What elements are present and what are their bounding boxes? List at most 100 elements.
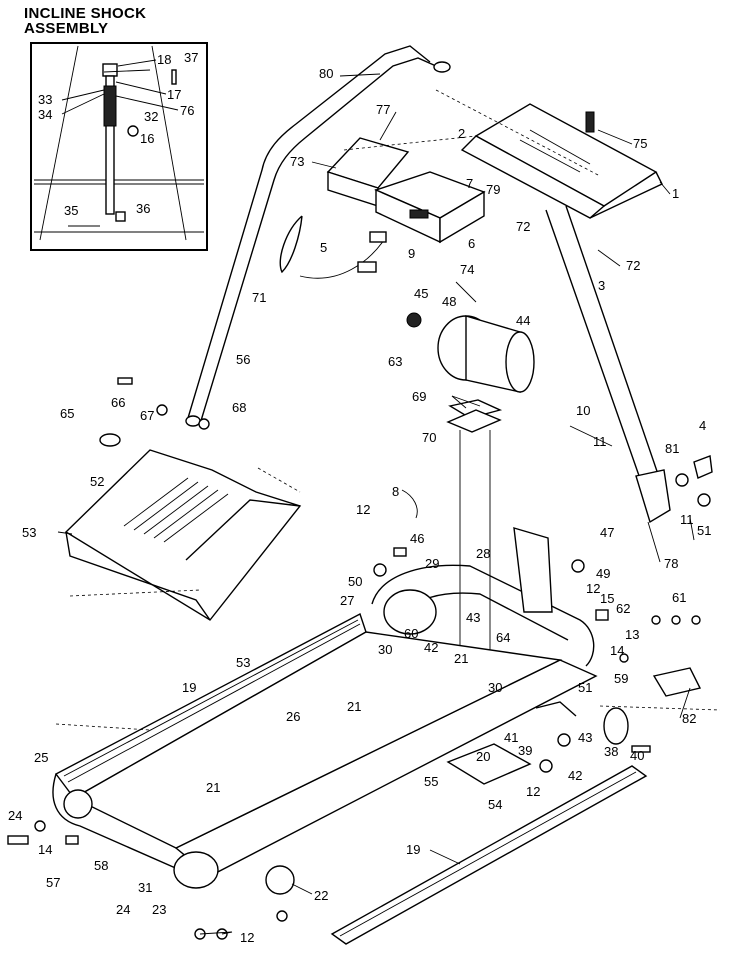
callout-label: 82 — [682, 711, 696, 726]
callout-label: 49 — [596, 566, 610, 581]
callout-label: 40 — [630, 748, 644, 763]
callout-label: 34 — [38, 107, 52, 122]
callout-label: 48 — [442, 294, 456, 309]
inset-title-line1: INCLINE SHOCK — [24, 5, 147, 22]
callout-label: 21 — [347, 699, 361, 714]
callout-label: 1 — [672, 186, 679, 201]
callout-label: 22 — [314, 888, 328, 903]
upper-console-frame — [460, 103, 663, 219]
callout-label: 81 — [665, 441, 679, 456]
callout-label: 17 — [167, 87, 181, 102]
callout-label: 15 — [600, 591, 614, 606]
callout-label: 80 — [319, 66, 333, 81]
callout-label: 24 — [116, 902, 130, 917]
callout-label: 51 — [697, 523, 711, 538]
callout-label: 12 — [526, 784, 540, 799]
callout-label: 77 — [376, 102, 390, 117]
callout-label: 14 — [38, 842, 52, 857]
callout-label: 45 — [414, 286, 428, 301]
callout-label: 29 — [425, 556, 439, 571]
callout-label: 46 — [410, 531, 424, 546]
callout-label: 19 — [406, 842, 420, 857]
callout-label: 51 — [578, 680, 592, 695]
callout-label: 31 — [138, 880, 152, 895]
callout-label: 53 — [22, 525, 36, 540]
callout-label: 25 — [34, 750, 48, 765]
callout-labels: 18 37 17 33 34 76 32 16 35 36 80 77 73 2… — [8, 50, 711, 945]
callout-label: 21 — [454, 651, 468, 666]
callout-label: 67 — [140, 408, 154, 423]
callout-label: 38 — [604, 744, 618, 759]
callout-label: 57 — [46, 875, 60, 890]
callout-label: 58 — [94, 858, 108, 873]
callout-label: 69 — [412, 389, 426, 404]
right-upright-tube — [545, 205, 671, 524]
callout-label: 43 — [466, 610, 480, 625]
callout-label: 59 — [614, 671, 628, 686]
callout-label: 63 — [388, 354, 402, 369]
callout-label: 20 — [476, 749, 490, 764]
callout-label: 14 — [610, 643, 624, 658]
assembly-guide-lines — [55, 89, 721, 731]
callout-label: 32 — [144, 109, 158, 124]
treadmill-frame — [52, 527, 702, 895]
side-rail-lower — [330, 765, 648, 945]
callout-label: 35 — [64, 203, 78, 218]
callout-label: 11 — [593, 434, 607, 449]
callout-label: 44 — [516, 313, 530, 328]
callout-label: 39 — [518, 743, 532, 758]
callout-label: 42 — [568, 768, 582, 783]
callout-label: 30 — [378, 642, 392, 657]
callout-label: 37 — [184, 50, 198, 65]
callout-label: 72 — [516, 219, 530, 234]
callout-label: 72 — [626, 258, 640, 273]
callout-label: 75 — [633, 136, 647, 151]
callout-label: 68 — [232, 400, 246, 415]
callout-label: 21 — [206, 780, 220, 795]
callout-label: 13 — [625, 627, 639, 642]
callout-label: 12 — [586, 581, 600, 596]
callout-label: 12 — [356, 502, 370, 517]
callout-label: 4 — [699, 418, 706, 433]
callout-label: 16 — [140, 131, 154, 146]
small-hardware — [7, 215, 713, 940]
callout-label: 47 — [600, 525, 614, 540]
callout-label: 7 — [466, 176, 473, 191]
callout-label: 79 — [486, 182, 500, 197]
motor-hood — [64, 433, 302, 621]
callout-label: 41 — [504, 730, 518, 745]
callout-label: 18 — [157, 52, 171, 67]
callout-label: 11 — [680, 512, 694, 527]
callout-label: 5 — [320, 240, 327, 255]
callout-label: 66 — [111, 395, 125, 410]
callout-label: 42 — [424, 640, 438, 655]
leader-lines — [57, 59, 695, 935]
callout-label: 74 — [460, 262, 474, 277]
callout-label: 60 — [404, 626, 418, 641]
callout-label: 62 — [616, 601, 630, 616]
callout-label: 33 — [38, 92, 52, 107]
callout-label: 23 — [152, 902, 166, 917]
callout-label: 9 — [408, 246, 415, 261]
callout-label: 65 — [60, 406, 74, 421]
callout-label: 43 — [578, 730, 592, 745]
callout-label: 26 — [286, 709, 300, 724]
callout-label: 54 — [488, 797, 502, 812]
callout-label: 64 — [496, 630, 510, 645]
callout-label: 3 — [598, 278, 605, 293]
inset-title-line2: ASSEMBLY — [24, 20, 109, 37]
callout-label: 70 — [422, 430, 436, 445]
callout-label: 30 — [488, 680, 502, 695]
drive-motor — [406, 312, 535, 433]
callout-label: 24 — [8, 808, 22, 823]
callout-label: 8 — [392, 484, 399, 499]
callout-label: 27 — [340, 593, 354, 608]
callout-label: 50 — [348, 574, 362, 589]
callout-label: 28 — [476, 546, 490, 561]
callout-label: 78 — [664, 556, 678, 571]
handlebar-tube — [185, 45, 451, 427]
console-assembly — [326, 137, 486, 244]
callout-label: 12 — [240, 930, 254, 945]
